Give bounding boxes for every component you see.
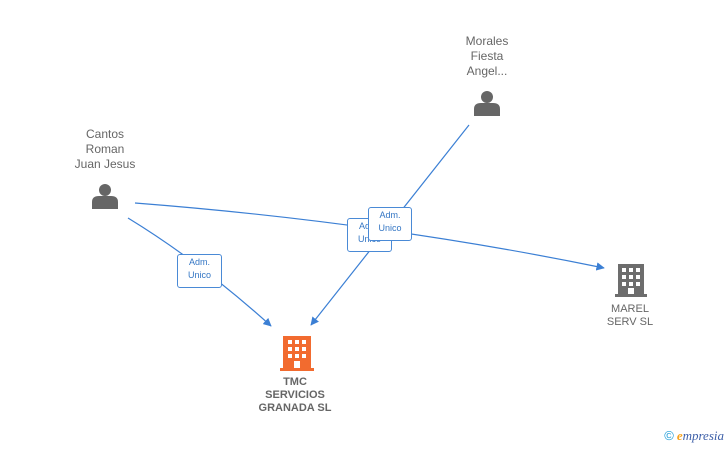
person-icon[interactable] (92, 184, 118, 209)
building-icon[interactable] (280, 336, 314, 371)
copyright-symbol: © (664, 428, 674, 443)
person-icon[interactable] (474, 91, 500, 116)
company-label-marel[interactable]: MAREL SERV SL (606, 303, 654, 328)
person-label-cantos[interactable]: Cantos Roman Juan Jesus (74, 127, 136, 171)
edge-role-badge[interactable]: Adm. Unico (368, 207, 412, 241)
empresia-watermark: ©empresia (664, 428, 724, 444)
brand-initial: e (676, 428, 683, 443)
building-icon[interactable] (615, 264, 647, 297)
brand-name: mpresia (682, 428, 724, 443)
person-label-morales[interactable]: Morales Fiesta Angel... (465, 34, 509, 78)
company-label-tmc[interactable]: TMC SERVICIOS GRANADA SL (258, 376, 332, 414)
edge-role-badge[interactable]: Adm. Unico (177, 254, 222, 288)
